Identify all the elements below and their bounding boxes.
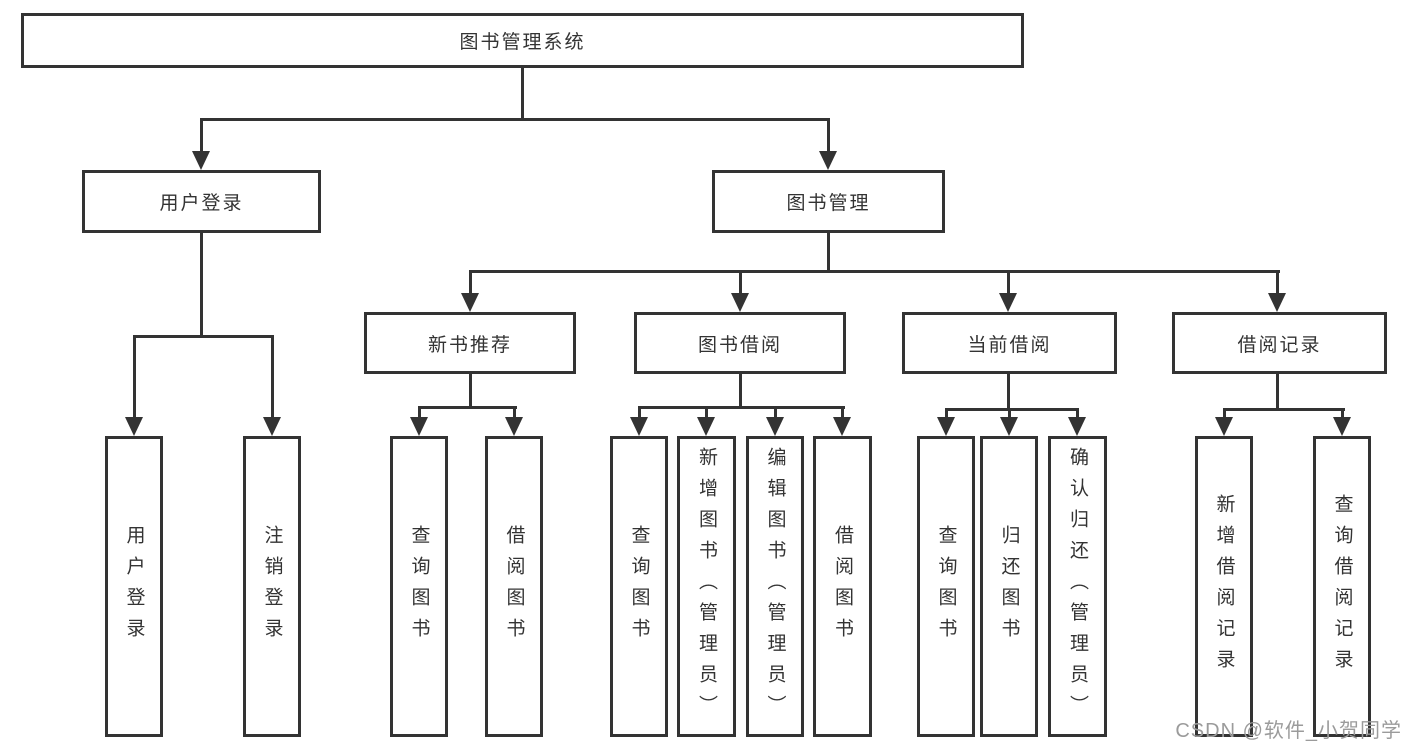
arrow-down-icon	[505, 417, 523, 436]
arrow-down-icon	[461, 293, 479, 312]
arrow-down-icon	[410, 417, 428, 436]
connector-drop-leaf	[774, 406, 777, 419]
connector-book-borrow-bar	[638, 406, 845, 409]
connector-user-login-bar	[133, 335, 274, 338]
connector-drop-new-book	[469, 270, 472, 294]
node-new-book-recommend: 新书推荐	[364, 312, 576, 374]
arrow-down-icon	[125, 417, 143, 436]
connector-current-borrow-bar	[945, 408, 1079, 411]
leaf-add-borrow-record: 新增借阅记录	[1195, 436, 1253, 737]
leaf-borrow-books: 借阅图书	[485, 436, 543, 737]
leaf-return-books: 归还图书	[980, 436, 1038, 737]
connector-book-borrow-stem	[739, 374, 742, 408]
node-borrow-records: 借阅记录	[1172, 312, 1387, 374]
connector-root-bar	[200, 118, 830, 121]
connector-borrow-records-stem	[1276, 374, 1279, 410]
connector-new-book-stem	[469, 374, 472, 408]
arrow-down-icon	[1215, 417, 1233, 436]
arrow-down-icon	[1268, 293, 1286, 312]
connector-drop-leaf	[1341, 408, 1344, 419]
arrow-down-icon	[731, 293, 749, 312]
node-book-management-system: 图书管理系统	[21, 13, 1024, 68]
arrow-down-icon	[1333, 417, 1351, 436]
connector-drop-book-management	[827, 118, 830, 154]
connector-drop-leaf	[418, 406, 421, 419]
connector-drop-current-borrow	[1007, 270, 1010, 294]
connector-drop-leaf	[945, 408, 948, 419]
connector-borrow-records-bar	[1223, 408, 1345, 411]
leaf-logout: 注销登录	[243, 436, 301, 737]
arrow-down-icon	[630, 417, 648, 436]
connector-new-book-bar	[418, 406, 517, 409]
node-book-management: 图书管理	[712, 170, 945, 233]
arrow-down-icon	[999, 293, 1017, 312]
leaf-add-books-admin: 新增图书（管理员）	[677, 436, 736, 737]
arrow-down-icon	[1000, 417, 1018, 436]
connector-drop-leaf	[1223, 408, 1226, 419]
connector-drop-login-leaf	[133, 335, 136, 417]
connector-book-management-bar	[469, 270, 1280, 273]
leaf-query-books: 查询图书	[917, 436, 975, 737]
connector-drop-logout-leaf	[271, 335, 274, 417]
connector-drop-leaf	[1008, 408, 1011, 419]
connector-drop-leaf	[1076, 408, 1079, 419]
connector-drop-borrow-records	[1276, 270, 1279, 294]
arrow-down-icon	[263, 417, 281, 436]
connector-book-management-stem	[827, 233, 830, 273]
connector-drop-book-borrow	[739, 270, 742, 294]
leaf-query-borrow-record: 查询借阅记录	[1313, 436, 1371, 737]
connector-drop-leaf	[638, 406, 641, 419]
arrow-down-icon	[937, 417, 955, 436]
leaf-confirm-return-admin: 确认归还（管理员）	[1048, 436, 1107, 737]
node-book-borrow: 图书借阅	[634, 312, 846, 374]
csdn-watermark: CSDN @软件_小贺同学	[1175, 720, 1402, 742]
leaf-edit-books-admin: 编辑图书（管理员）	[746, 436, 804, 737]
arrow-down-icon	[766, 417, 784, 436]
arrow-down-icon	[697, 417, 715, 436]
node-current-borrow: 当前借阅	[902, 312, 1117, 374]
leaf-query-books: 查询图书	[390, 436, 448, 737]
node-user-login: 用户登录	[82, 170, 321, 233]
arrow-down-icon	[819, 151, 837, 170]
leaf-query-books: 查询图书	[610, 436, 668, 737]
arrow-down-icon	[1068, 417, 1086, 436]
connector-drop-leaf	[705, 406, 708, 419]
arrow-down-icon	[833, 417, 851, 436]
connector-root-stem	[521, 68, 524, 120]
leaf-borrow-books: 借阅图书	[813, 436, 872, 737]
connector-current-borrow-stem	[1007, 374, 1010, 410]
leaf-user-login: 用户登录	[105, 436, 163, 737]
connector-user-login-stem	[200, 233, 203, 337]
connector-drop-leaf	[513, 406, 516, 419]
connector-drop-leaf	[841, 406, 844, 419]
arrow-down-icon	[192, 151, 210, 170]
connector-drop-user-login	[200, 118, 203, 154]
